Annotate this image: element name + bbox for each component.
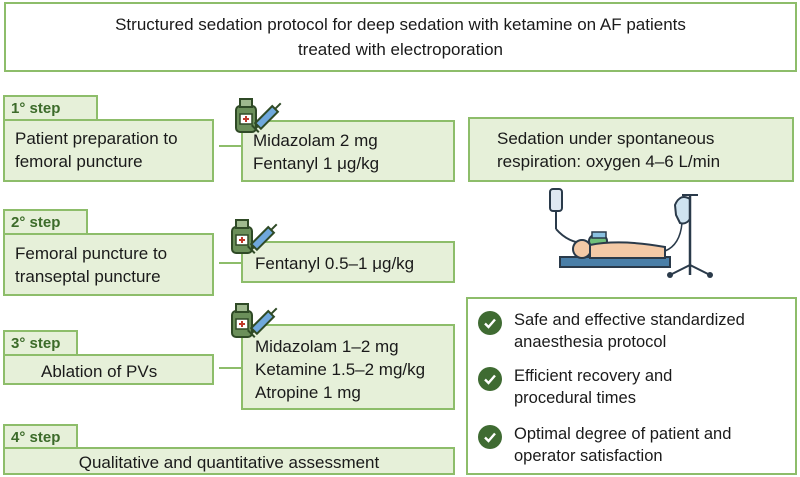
syringe-vial-icon <box>235 98 282 133</box>
step-2-drug-1: Fentanyl 0.5–1 μg/kg <box>255 254 415 273</box>
step-2-desc-line-1: Femoral puncture to <box>15 244 168 263</box>
step-2-label: 2° step <box>11 214 61 231</box>
outcome-3-line-1: Optimal degree of patient and <box>514 425 732 443</box>
title-line-2: treated with electroporation <box>297 40 504 59</box>
check-circle-icon <box>478 367 502 391</box>
outcome-item-1: Safe and effective standardized anaesthe… <box>478 309 745 353</box>
step-1-drug-1: Midazolam 2 mg <box>253 131 378 150</box>
step-2-description: Femoral puncture to transeptal puncture <box>3 233 214 296</box>
sedation-line-2: respiration: oxygen 4–6 L/min <box>497 152 721 171</box>
outcome-2-line-1: Efficient recovery and <box>514 367 673 385</box>
step-1-tab: 1° step <box>3 95 98 120</box>
outcome-item-2: Efficient recovery and procedural times <box>478 365 672 409</box>
step-3-drug-2: Ketamine 1.5–2 mg/kg <box>255 360 426 379</box>
step-2-tab: 2° step <box>3 209 88 234</box>
step-3-connector <box>219 367 241 369</box>
patient-oxygen-iv-illustration <box>549 188 713 278</box>
step-2-connector <box>219 262 241 264</box>
step-1-drugs-box: Midazolam 2 mg Fentanyl 1 μg/kg <box>241 120 455 182</box>
outcomes-box: Safe and effective standardized anaesthe… <box>466 297 797 475</box>
sedation-box: Sedation under spontaneous respiration: … <box>468 117 794 182</box>
step-4-description: Qualitative and quantitative assessment <box>3 447 455 475</box>
step-1-drug-2: Fentanyl 1 μg/kg <box>253 154 380 173</box>
syringe-vial-icon <box>231 219 278 254</box>
outcome-1-line-2: anaesthesia protocol <box>514 333 667 351</box>
step-4-tab: 4° step <box>3 424 78 449</box>
step-1-description: Patient preparation to femoral puncture <box>3 119 214 182</box>
outcome-2-line-2: procedural times <box>514 389 636 407</box>
check-circle-icon <box>478 425 502 449</box>
outcome-3-line-2: operator satisfaction <box>514 447 663 465</box>
outcome-1-line-1: Safe and effective standardized <box>514 311 745 329</box>
step-3-drug-3: Atropine 1 mg <box>255 383 361 402</box>
title-line-1: Structured sedation protocol for deep se… <box>115 15 686 34</box>
step-3-drugs-box: Midazolam 1–2 mg Ketamine 1.5–2 mg/kg At… <box>241 324 455 410</box>
step-1-desc-line-1: Patient preparation to <box>15 129 178 148</box>
syringe-vial-icon <box>231 303 278 338</box>
title-box: Structured sedation protocol for deep se… <box>4 2 797 72</box>
step-3-drug-1: Midazolam 1–2 mg <box>255 337 399 356</box>
step-2-drugs-box: Fentanyl 0.5–1 μg/kg <box>241 241 455 283</box>
step-4-desc-line-1: Qualitative and quantitative assessment <box>78 453 380 472</box>
step-2-desc-line-2: transeptal puncture <box>15 267 161 286</box>
step-1-desc-line-2: femoral puncture <box>15 152 143 171</box>
check-circle-icon <box>478 311 502 335</box>
step-3-tab: 3° step <box>3 330 78 355</box>
step-4-label: 4° step <box>11 429 61 446</box>
step-3-desc-line-1: Ablation of PVs <box>41 362 158 381</box>
step-1-label: 1° step <box>11 100 61 117</box>
sedation-line-1: Sedation under spontaneous <box>497 129 715 148</box>
step-3-label: 3° step <box>11 335 61 352</box>
step-1-connector <box>219 145 241 147</box>
step-3-description: Ablation of PVs <box>3 354 214 385</box>
outcome-item-3: Optimal degree of patient and operator s… <box>478 423 731 467</box>
